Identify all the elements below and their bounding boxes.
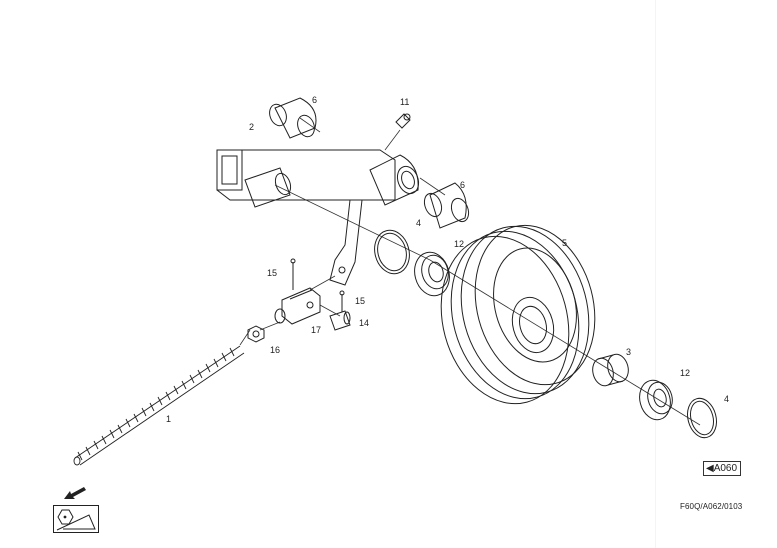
clevis-17-icon xyxy=(274,287,321,325)
callout-12-lower: 12 xyxy=(680,368,691,378)
view-direction-symbol-icon xyxy=(53,505,99,533)
callout-6-upper: 6 xyxy=(312,95,318,105)
grease-nipple-11-icon xyxy=(395,113,411,129)
v-belt-pulley-5-icon xyxy=(440,224,596,405)
view-direction-arrow-icon xyxy=(64,487,86,499)
callout-2: 2 xyxy=(249,122,255,132)
snap-ring-4-upper-icon xyxy=(374,229,410,275)
spacer-bushing-3-icon xyxy=(592,353,629,387)
callout-12-upper: 12 xyxy=(454,239,465,249)
cotter-pin-15-right-icon xyxy=(339,290,345,312)
pin-14-icon xyxy=(329,310,351,331)
callout-5: 5 xyxy=(562,238,568,248)
callout-3: 3 xyxy=(626,347,632,357)
callout-4-upper: 4 xyxy=(416,218,422,228)
callout-15-left: 15 xyxy=(267,268,278,278)
bushing-6-upper-icon xyxy=(269,97,317,139)
callout-17: 17 xyxy=(311,325,322,335)
ball-bearing-12-lower-icon xyxy=(639,379,673,421)
callout-11: 11 xyxy=(400,97,410,107)
snap-ring-4-lower-icon xyxy=(687,397,717,439)
nut-16-icon xyxy=(247,325,265,343)
axis-lines xyxy=(239,117,701,426)
ball-bearing-12-upper-icon xyxy=(414,251,450,297)
cotter-pin-15-left-icon xyxy=(290,258,296,290)
scan-edge-line xyxy=(655,0,656,548)
callout-16: 16 xyxy=(270,345,281,355)
callout-14: 14 xyxy=(359,318,370,328)
callout-1: 1 xyxy=(166,414,172,424)
bushing-6-right-icon xyxy=(423,182,470,229)
tensioner-arm-2-icon xyxy=(216,149,420,286)
reference-tag: ◀A060 xyxy=(703,461,742,476)
callout-6-right: 6 xyxy=(460,180,466,190)
callout-15-right: 15 xyxy=(355,296,366,306)
document-code: F60Q/A062/0103 xyxy=(680,502,743,511)
threaded-rod-1-icon xyxy=(73,345,245,466)
callout-4-lower: 4 xyxy=(724,394,730,404)
